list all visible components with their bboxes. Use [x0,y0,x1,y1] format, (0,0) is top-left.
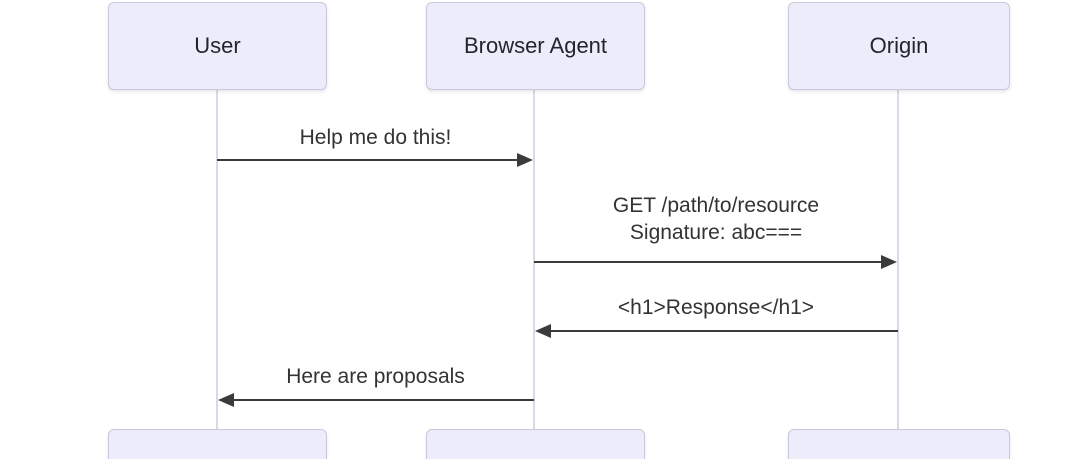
message-arrow-origin-to-browser-agent [551,330,898,332]
lifeline-browser-agent [533,88,535,430]
message-label-response: <h1>Response</h1> [617,296,815,319]
actor-label-user: User [194,33,241,58]
actor-box-user-bottom: User [108,429,327,459]
arrowhead-left-icon [535,324,551,338]
actor-box-origin-top: Origin [788,2,1010,90]
arrowhead-right-icon [881,255,897,269]
lifeline-origin [897,88,899,430]
message-arrow-browser-agent-to-user [234,399,534,401]
actor-box-browser-agent-bottom: Browser Agent [426,429,645,459]
actor-label-origin: Origin [869,33,929,58]
actor-label-browser-agent: Browser Agent [463,33,608,58]
lifeline-user [216,88,218,430]
message-label-get-request: GET /path/to/resource Signature: abc=== [612,194,820,244]
arrowhead-right-icon [517,153,533,167]
actor-box-origin-bottom: Origin [788,429,1010,459]
message-label-help-me-do-this: Help me do this! [299,126,452,149]
actor-box-browser-agent-top: Browser Agent [426,2,645,90]
arrowhead-left-icon [218,393,234,407]
actor-box-user-top: User [108,2,327,90]
message-arrow-user-to-browser-agent [217,159,518,161]
message-arrow-browser-agent-to-origin [534,261,881,263]
message-label-here-are-proposals: Here are proposals [286,365,465,388]
